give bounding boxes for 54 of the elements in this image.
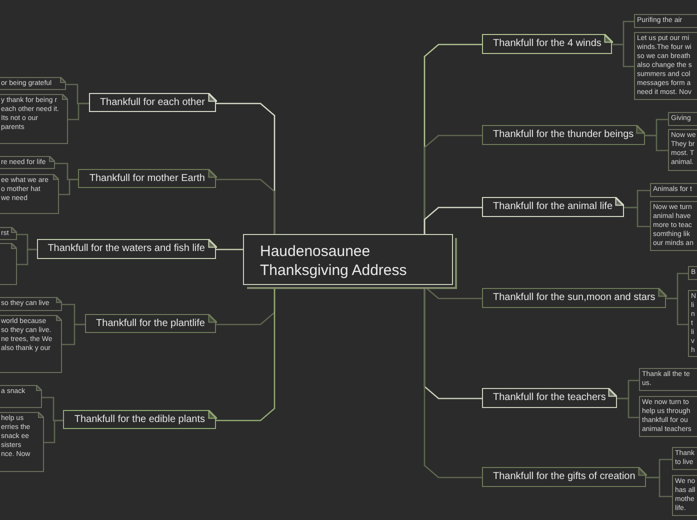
- connector-line: [62, 324, 86, 346]
- note-box: [639, 368, 697, 391]
- note-box: [668, 129, 697, 171]
- topic-label: Thankfull for the teachers: [493, 392, 606, 404]
- topic-box: [88, 93, 216, 112]
- topic-box: [482, 388, 617, 408]
- topic-label: Thankfull for the animal life: [493, 201, 613, 213]
- note-box: [0, 385, 42, 408]
- connector-line: [216, 178, 276, 234]
- connector-line: [616, 398, 639, 418]
- note-box: [668, 112, 697, 126]
- topic-box: [36, 239, 216, 259]
- connector-line: [646, 476, 672, 498]
- connector-line: [17, 248, 37, 266]
- connector-line: [424, 206, 482, 234]
- note-box: [0, 315, 62, 373]
- topic-label: Thankfull for each other: [100, 96, 205, 108]
- topic-box: [482, 197, 624, 217]
- connector-line: [644, 134, 668, 152]
- connector-line: [59, 178, 78, 196]
- topic-box: [85, 314, 216, 333]
- topic-label: Thankfull for mother Earth: [89, 172, 205, 184]
- note-box: [688, 266, 697, 280]
- note-box: [688, 290, 697, 357]
- note-box: [0, 412, 44, 472]
- note-box: [650, 183, 697, 197]
- note-box: [0, 243, 17, 285]
- topic-label: Thankfull for the waters and fish life: [48, 243, 205, 255]
- topic-label: Thankfull for the plantlife: [96, 318, 205, 330]
- note-box: [0, 174, 59, 214]
- topic-box: [78, 169, 216, 188]
- topic-box: [482, 125, 645, 145]
- topic-label: Thankfull for the gifts of creation: [493, 471, 636, 483]
- topic-label: Thankfull for the sun,moon and stars: [493, 292, 656, 304]
- connector-line: [666, 298, 688, 326]
- topic-box: [482, 34, 612, 54]
- note-box: [0, 297, 62, 311]
- central-topic-title: Haudenosaunee Thanksgiving Address: [260, 242, 408, 280]
- note-box: [0, 94, 68, 144]
- note-box: [634, 14, 697, 28]
- connector-line: [68, 102, 89, 120]
- connector-line: [216, 248, 243, 250]
- topic-box: [482, 288, 666, 308]
- topic-label: Thankfull for the thunder beings: [493, 129, 634, 141]
- connector-line: [612, 44, 634, 68]
- topic-box: [482, 467, 646, 487]
- note-box: [0, 77, 66, 90]
- note-box: [0, 227, 17, 240]
- note-box: [0, 156, 55, 169]
- topic-box: [63, 410, 216, 429]
- topic-label: Thankfull for the edible plants: [74, 414, 205, 426]
- topic-label: Thankfull for the 4 winds: [493, 38, 602, 50]
- connector-line: [624, 206, 650, 228]
- connector-line: [44, 420, 64, 444]
